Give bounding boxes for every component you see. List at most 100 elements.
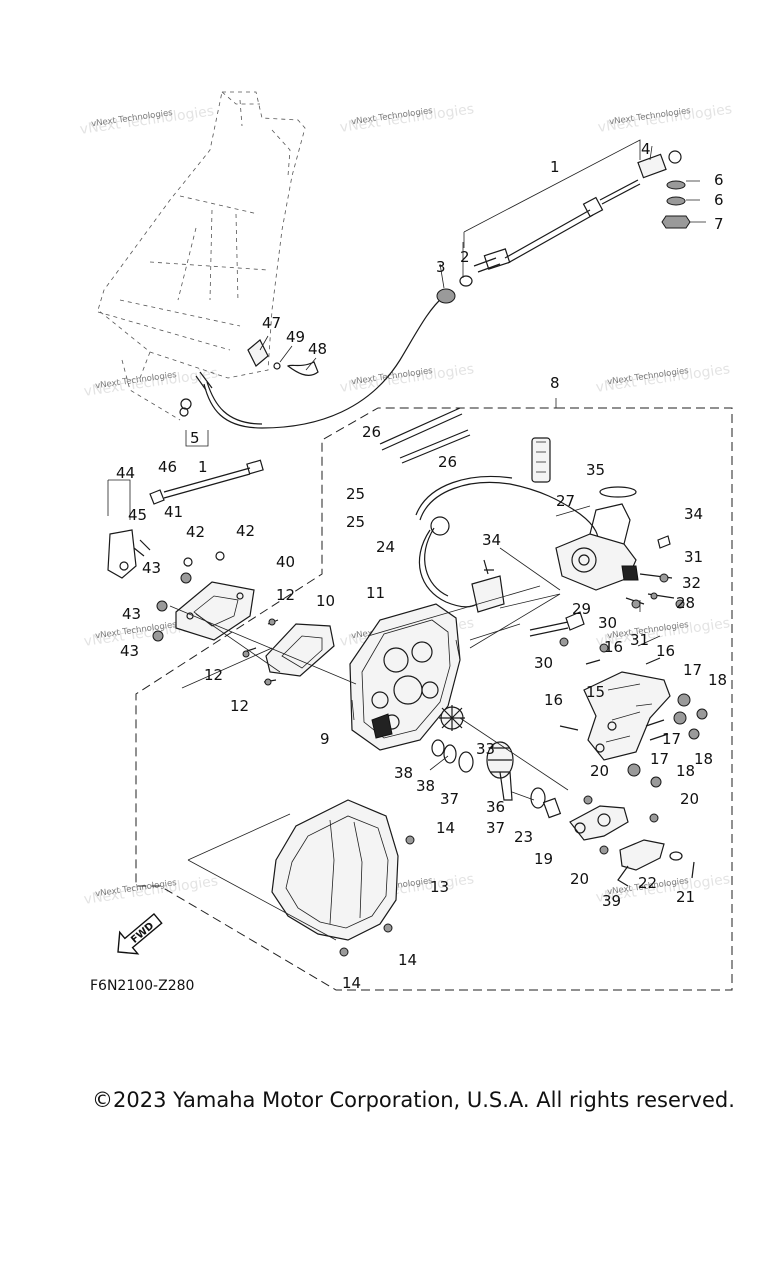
callout-label: 17 [683,661,702,679]
callout-label: 23 [514,828,533,846]
callout-label: 16 [544,691,563,709]
callout-label: 10 [316,592,335,610]
callout-label: 7 [714,215,724,233]
pin-23 [542,797,562,819]
callout-label: 21 [676,888,695,906]
callout-label: 31 [630,631,649,649]
diagram-code: F6N2100-Z280 [90,978,194,994]
assembly-boundary [135,398,733,991]
callout-label: 26 [438,453,457,471]
callout-label: 12 [204,666,223,684]
cable-end-fitting [637,153,667,179]
callout-label: 11 [366,584,385,602]
drive-gears [431,705,562,819]
shift-lever [569,795,695,887]
callout-label: 20 [570,870,589,888]
clip-47 [247,339,269,367]
callout-label: 49 [286,328,305,346]
cable-tie-26b [399,429,471,464]
throttle-cable-assembly [179,139,706,447]
callout-label: 32 [682,574,701,592]
callout-label: 3 [436,258,446,276]
callout-label: 45 [128,506,147,524]
callout-label: 4 [641,140,651,158]
callout-label: 39 [602,892,621,910]
washer-38a [443,744,457,764]
callout-label: 40 [276,553,295,571]
callout-label: 16 [604,638,623,656]
callout-label: 17 [650,750,669,768]
callout-label: 28 [676,594,695,612]
callout-label: 48 [308,340,327,358]
callout-label: 5 [190,429,200,447]
mounting-plates [107,459,335,686]
copyright-notice: ©2023 Yamaha Motor Corporation, U.S.A. A… [92,1088,735,1112]
callout-label: 8 [550,374,560,392]
clamp-band-48 [286,361,319,376]
callout-label: 42 [236,522,255,540]
callout-label: 22 [638,874,657,892]
callout-label: 20 [590,762,609,780]
callout-label: 36 [486,798,505,816]
engine-frame-outline [97,91,306,421]
connector [531,437,551,483]
callout-label: 6 [714,171,724,189]
callout-label: 37 [440,790,459,808]
callout-label: 38 [394,764,413,782]
callout-label: 42 [186,523,205,541]
callout-label: 13 [430,878,449,896]
washer-6a [666,180,686,190]
callout-label: 26 [362,423,381,441]
callout-label: 17 [662,730,681,748]
washer-2 [459,275,473,287]
callout-label: 41 [164,503,183,521]
gear-case [349,603,461,751]
nut-3 [436,288,456,304]
callout-label: 25 [346,513,365,531]
callout-label: 44 [116,464,135,482]
callout-label: 12 [276,586,295,604]
callout-label: 20 [680,790,699,808]
leader-lines [169,505,661,941]
callout-label: 34 [482,531,501,549]
callout-label: 43 [142,559,161,577]
callout-label: 30 [598,614,617,632]
gear-cover [271,799,415,957]
callout-label: 35 [586,461,605,479]
callout-label: 47 [262,314,281,332]
washer-38b [431,739,445,757]
callout-label: 14 [398,951,417,969]
callout-label: 43 [122,605,141,623]
callout-label: 27 [556,492,575,510]
callout-label: 1 [550,158,560,176]
linkage-bracket [529,611,708,788]
callout-label: 38 [416,777,435,795]
callout-label: 43 [120,642,139,660]
callout-label: 46 [158,458,177,476]
callout-label: 31 [684,548,703,566]
callout-label: 18 [676,762,695,780]
callout-label: 15 [586,683,605,701]
cable-tie-26a [379,407,463,451]
ring-35 [599,486,637,498]
callout-label: 6 [714,191,724,209]
callout-label: 18 [694,750,713,768]
wire-harness [379,407,671,613]
callout-label: 29 [572,600,591,618]
callout-label: 24 [376,538,395,556]
washer-6b [666,196,686,206]
servo-actuator [555,503,685,609]
callout-labels: 1 2 3 4 5 6 6 7 8 1 9 10 11 12 12 12 13 … [116,140,727,992]
washer-37a [458,751,474,773]
callout-label: 30 [534,654,553,672]
callout-label: 9 [320,730,330,748]
callout-label: 19 [534,850,553,868]
cable-clamp-group [247,335,319,376]
fwd-arrow-icon: FWD [117,912,163,955]
callout-label: 14 [436,819,455,837]
callout-label: 18 [708,671,727,689]
callout-label: 14 [342,974,361,992]
callout-label: 34 [684,505,703,523]
callout-label: 1 [198,458,208,476]
